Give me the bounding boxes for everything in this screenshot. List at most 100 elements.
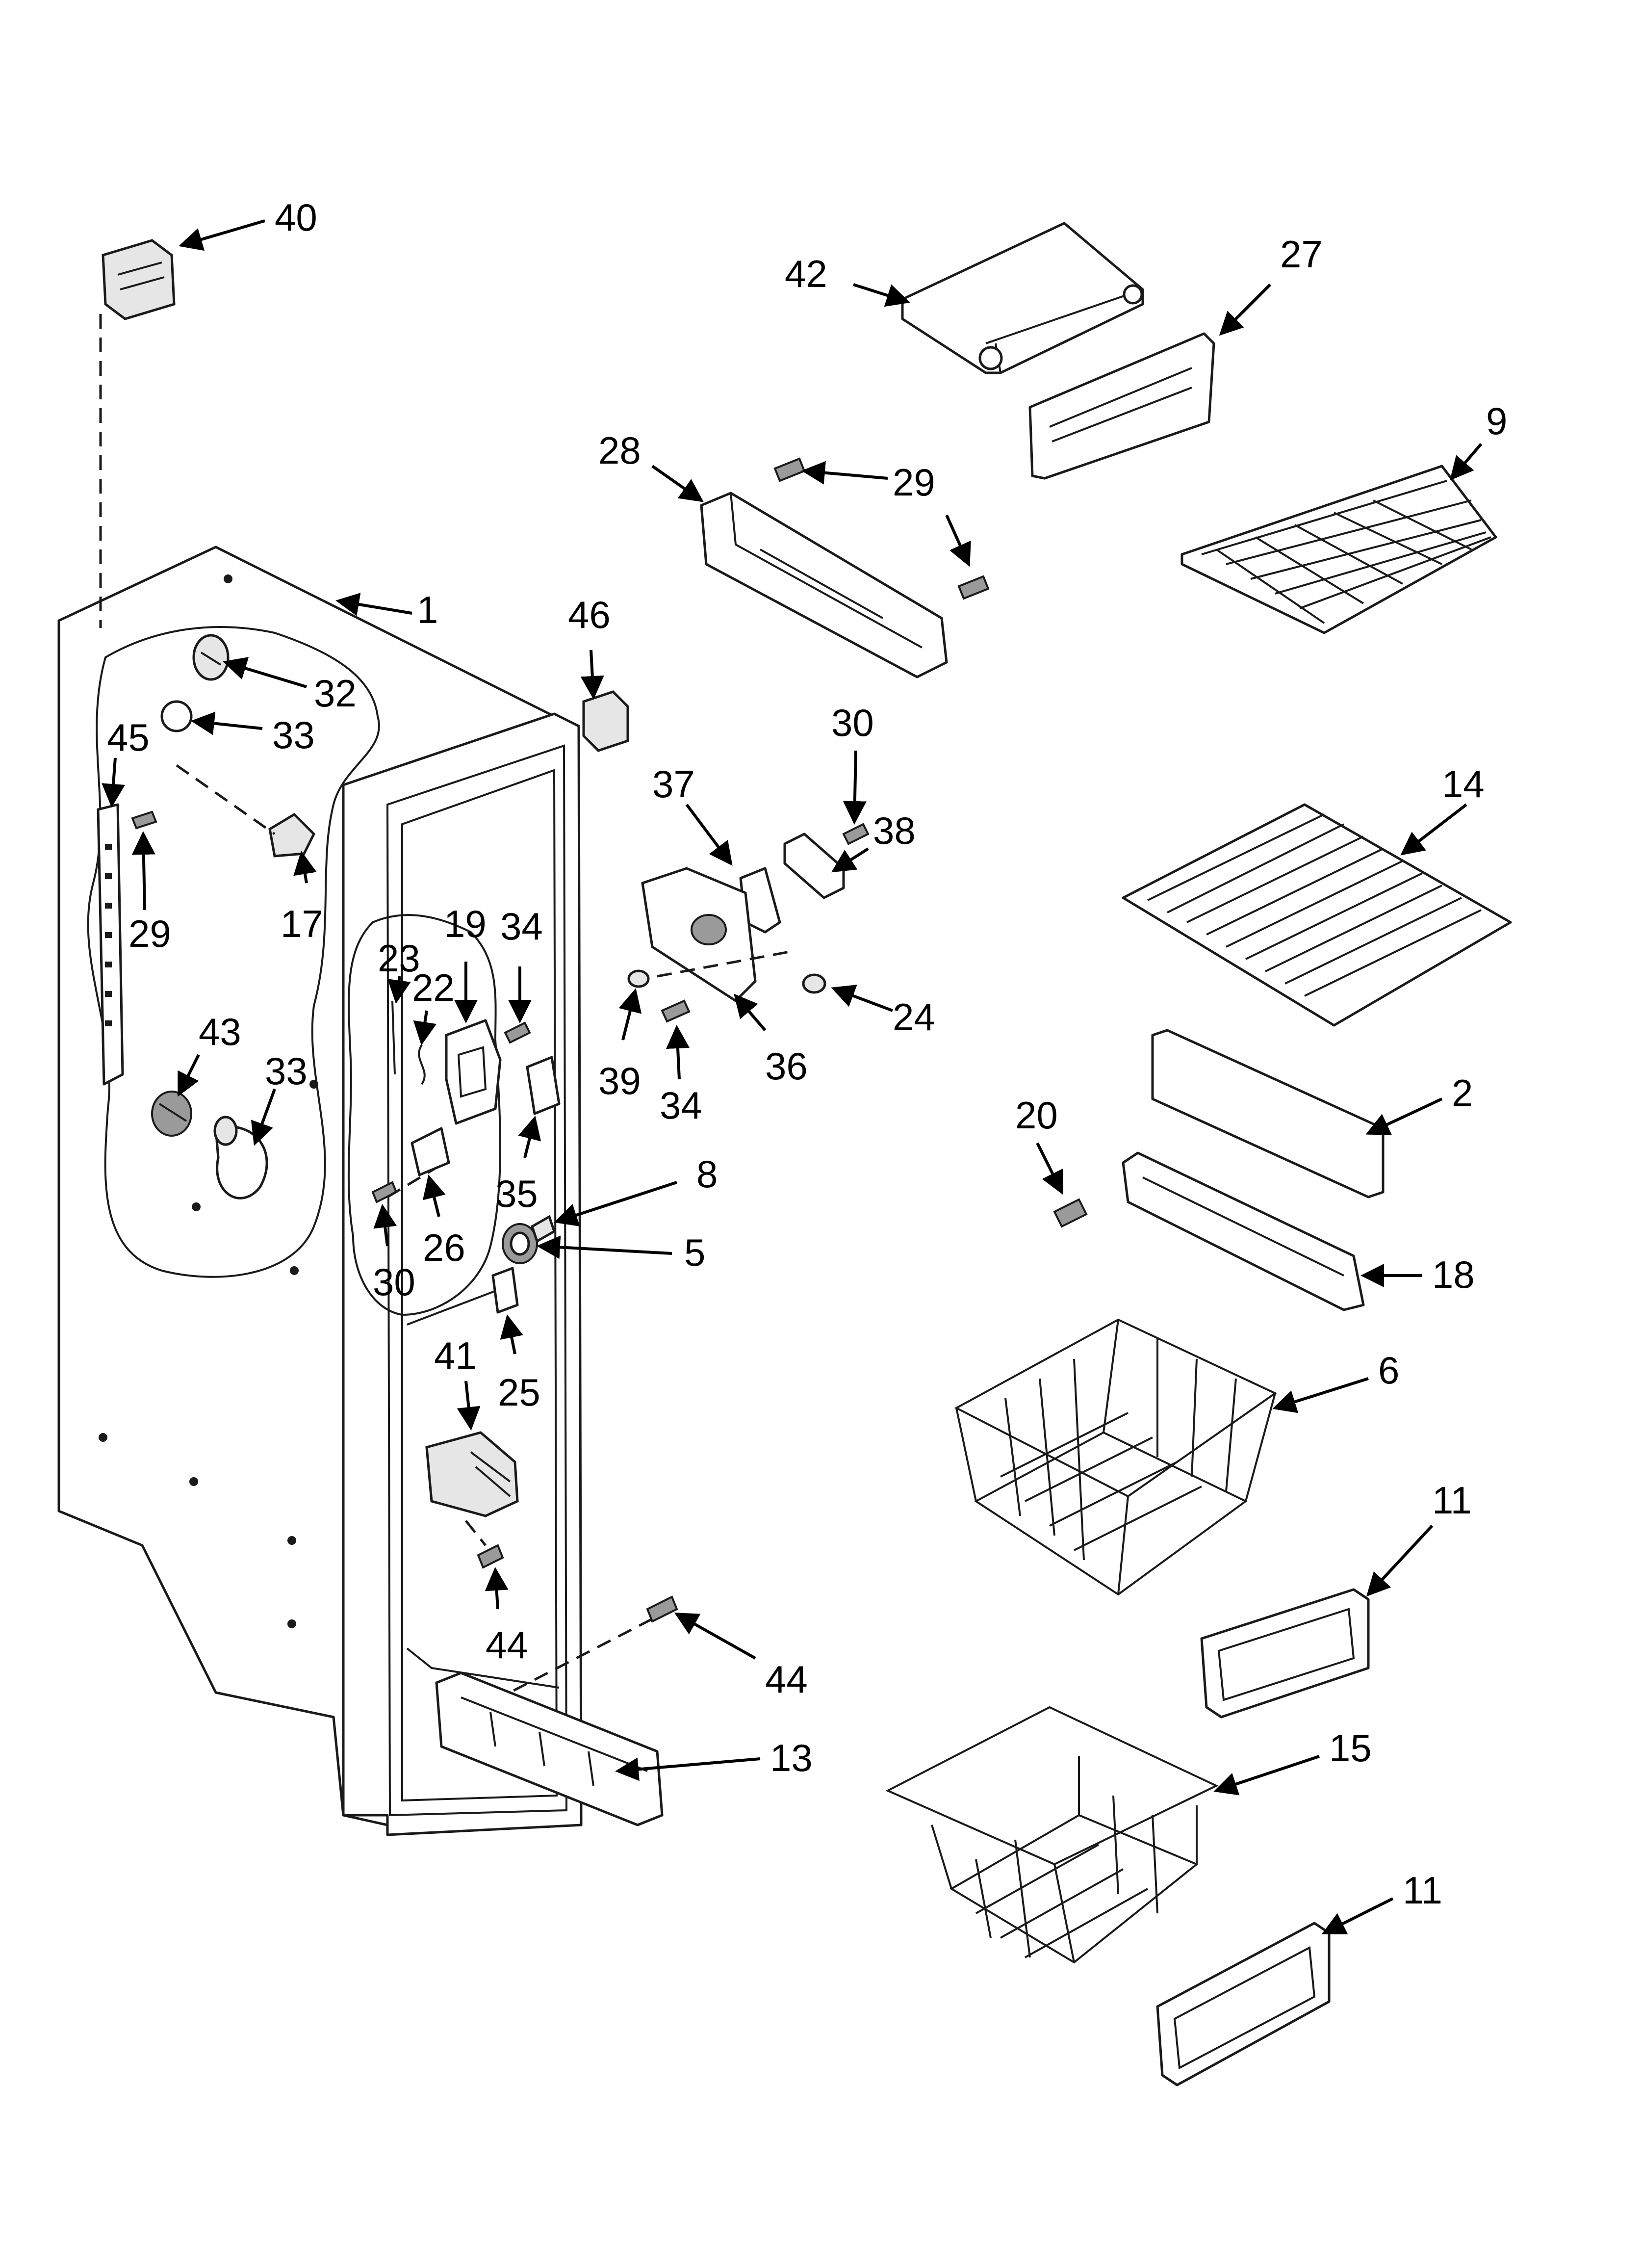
callout-29b: 29 — [128, 831, 171, 955]
callout-35: 35 — [495, 1116, 541, 1215]
callout-11a: 11 — [1366, 1479, 1472, 1597]
callout-label-33b: 33 — [265, 1049, 308, 1093]
part-19-housing — [445, 1019, 502, 1125]
callout-24: 24 — [831, 985, 935, 1039]
callout-2: 2 — [1365, 1071, 1473, 1135]
callout-37: 37 — [652, 762, 733, 866]
callout-32: 32 — [223, 657, 357, 715]
part-39-plug — [627, 969, 650, 988]
callout-label-30b: 30 — [373, 1260, 415, 1303]
part-33-bulb-upper — [160, 700, 193, 732]
part-18-rail — [1122, 1151, 1365, 1311]
callout-30b: 30 — [373, 1204, 415, 1303]
callout-13: 13 — [615, 1736, 813, 1781]
callout-label-40: 40 — [275, 196, 317, 239]
callout-label-35: 35 — [495, 1172, 538, 1215]
part-23-pin — [391, 1000, 396, 1075]
callout-label-30a: 30 — [831, 701, 874, 744]
part-29-screw-a — [773, 457, 806, 482]
callout-label-11b: 11 — [1403, 1869, 1442, 1912]
callout-label-29b: 29 — [128, 912, 171, 955]
callout-26: 26 — [422, 1174, 465, 1269]
callout-38: 38 — [831, 809, 916, 873]
callout-label-18: 18 — [1432, 1253, 1475, 1296]
callout-1: 1 — [335, 588, 438, 631]
callout-label-41: 41 — [434, 1334, 477, 1377]
callout-29a: 29 — [801, 461, 971, 567]
part-38-board — [783, 833, 845, 899]
callout-label-39: 39 — [598, 1059, 641, 1102]
part-44-screw-right — [646, 1595, 678, 1623]
callout-label-44b: 44 — [765, 1658, 808, 1701]
part-17-clip — [268, 812, 316, 858]
liner-holes — [99, 574, 318, 1628]
part-29-screw-left — [131, 810, 157, 830]
callout-23: 23 — [378, 937, 420, 1004]
part-22-spring — [418, 1044, 426, 1085]
part-29-screw-b — [957, 575, 990, 600]
callout-label-23: 23 — [378, 937, 420, 980]
callout-label-29a: 29 — [893, 461, 935, 504]
part-15-lower-basket — [885, 1706, 1219, 1964]
part-40-light-cover — [102, 239, 176, 320]
part-34-screw-upper — [504, 1021, 531, 1044]
part-30-screw-right — [842, 823, 870, 845]
callout-20: 20 — [1015, 1094, 1063, 1195]
callout-36: 36 — [734, 993, 808, 1088]
part-8-shaft — [530, 1215, 556, 1243]
part-42-hinge-bracket — [901, 222, 1144, 374]
part-32-light-socket — [192, 634, 230, 681]
callout-34b: 34 — [660, 1025, 702, 1127]
part-44-screw-lower — [477, 1544, 504, 1569]
callout-14: 14 — [1400, 762, 1485, 856]
callout-45: 45 — [102, 716, 150, 808]
callout-label-17: 17 — [281, 902, 323, 945]
callout-27: 27 — [1219, 233, 1323, 336]
callout-label-2: 2 — [1452, 1071, 1473, 1115]
part-36-control-housing — [641, 867, 757, 1002]
callout-42: 42 — [785, 252, 910, 307]
callout-label-34b: 34 — [660, 1084, 702, 1127]
part-43-socket — [151, 1091, 192, 1137]
callout-9: 9 — [1450, 399, 1507, 481]
part-6-upper-basket — [954, 1318, 1277, 1596]
callout-40: 40 — [179, 196, 317, 251]
part-13-grille — [435, 1671, 664, 1826]
callout-label-14: 14 — [1442, 762, 1485, 806]
callout-25: 25 — [498, 1314, 540, 1414]
callout-label-1: 1 — [417, 588, 438, 631]
callout-label-6: 6 — [1378, 1349, 1399, 1392]
part-5-knob — [502, 1223, 538, 1264]
callout-22: 22 — [412, 966, 455, 1045]
callout-label-22: 22 — [412, 966, 455, 1009]
callout-label-24: 24 — [893, 995, 935, 1039]
callout-label-28: 28 — [598, 429, 641, 472]
callout-8: 8 — [554, 1152, 718, 1226]
callout-15: 15 — [1213, 1726, 1372, 1796]
callout-label-44a: 44 — [486, 1623, 528, 1667]
callout-label-26: 26 — [423, 1226, 465, 1269]
part-24-plug — [802, 973, 826, 994]
part-9-wire-shelf — [1180, 465, 1497, 634]
callout-33a: 33 — [191, 711, 315, 756]
part-41-damper — [425, 1431, 519, 1517]
callout-label-20: 20 — [1015, 1094, 1058, 1137]
callout-label-34a: 34 — [500, 905, 543, 948]
part-26-board — [410, 1127, 450, 1176]
callout-19: 19 — [444, 902, 487, 1023]
part-2-trim — [1151, 1029, 1385, 1199]
callout-43: 43 — [178, 1010, 241, 1097]
part-46-clip — [582, 690, 629, 752]
callout-label-11a: 11 — [1432, 1479, 1472, 1522]
part-34-screw-center — [661, 999, 691, 1023]
callout-label-25: 25 — [498, 1371, 540, 1414]
callout-18: 18 — [1360, 1253, 1475, 1296]
callout-label-46: 46 — [568, 593, 611, 636]
part-11-upper-handle — [1200, 1588, 1370, 1719]
callout-39: 39 — [598, 988, 642, 1102]
callout-label-32: 32 — [314, 672, 357, 715]
part-35-bracket — [526, 1056, 561, 1115]
callout-33b: 33 — [251, 1049, 308, 1146]
callout-label-43: 43 — [199, 1010, 241, 1053]
callout-label-42: 42 — [785, 252, 827, 295]
